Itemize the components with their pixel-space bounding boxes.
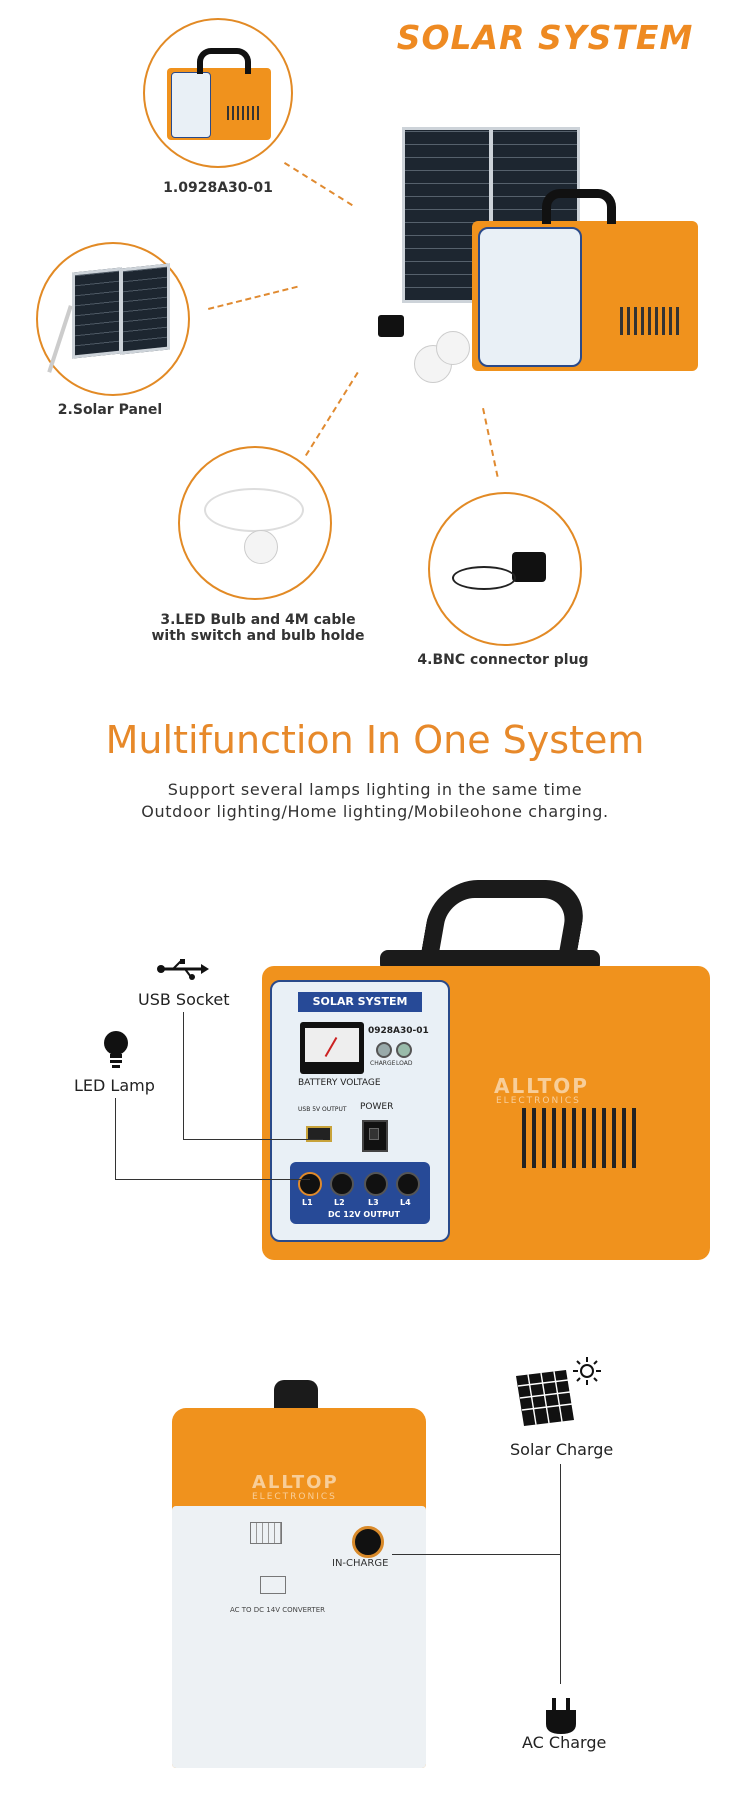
- in-charge-label: IN-CHARGE: [332, 1558, 389, 1569]
- component-circle-bulb: [178, 446, 332, 600]
- solar-panel-icon-small: [250, 1522, 282, 1544]
- in-charge-port[interactable]: [352, 1526, 384, 1558]
- section-heading: Multifunction In One System: [105, 718, 645, 762]
- power-label: POWER: [360, 1102, 394, 1112]
- component-label-1: 1.0928A30-01: [163, 180, 273, 196]
- component-label-3a: 3.LED Bulb and 4M cable: [160, 612, 356, 628]
- ac-charge-label: AC Charge: [522, 1733, 607, 1752]
- component-circle-unit: [143, 18, 293, 168]
- output-knob-l1[interactable]: [298, 1172, 322, 1196]
- unit-thumbnail: [167, 68, 271, 140]
- adapter-image: [512, 552, 546, 582]
- connector-2: [208, 285, 298, 310]
- output-knob-l4[interactable]: [396, 1172, 420, 1196]
- sun-icon: [572, 1356, 602, 1386]
- dc-output-label: DC 12V OUTPUT: [328, 1210, 400, 1219]
- section-subtitle-1: Support several lamps lighting in the sa…: [167, 780, 583, 799]
- bulb-icon: [102, 1030, 130, 1070]
- charge-label: CHARGE: [370, 1060, 396, 1067]
- usb-icon: [155, 958, 211, 980]
- device-front: SOLAR SYSTEM 0928A30-01 CHARGE LOAD BATT…: [262, 880, 712, 1260]
- load-label: LOAD: [396, 1060, 413, 1067]
- output-knob-l3[interactable]: [364, 1172, 388, 1196]
- usb-socket-label: USB Socket: [138, 990, 230, 1009]
- device-back: ALLTOP ELECTRONICS IN-CHARGE AC TO DC 14…: [170, 1380, 430, 1770]
- solar-charge-label: Solar Charge: [510, 1440, 614, 1459]
- back-brand-watermark-sub: ELECTRONICS: [252, 1492, 337, 1502]
- usb-output-label: USB 5V OUTPUT: [298, 1106, 347, 1113]
- component-label-2: 2.Solar Panel: [57, 402, 163, 418]
- component-circle-panel: [36, 242, 190, 396]
- component-label-4: 4.BNC connector plug: [417, 652, 589, 668]
- side-vents: [522, 1108, 640, 1168]
- charge-led: [376, 1042, 392, 1058]
- voltmeter: [300, 1022, 364, 1074]
- section-subtitle-2: Outdoor lighting/Home lighting/Mobileoho…: [141, 802, 609, 821]
- model-label: 0928A30-01: [368, 1026, 429, 1036]
- usb-leader-v: [183, 1012, 184, 1140]
- led-leader-v: [115, 1098, 116, 1180]
- brand-watermark-sub: ELECTRONICS: [496, 1096, 581, 1106]
- charge-leader-h: [392, 1554, 561, 1555]
- usb-port[interactable]: [306, 1126, 332, 1142]
- led-lamp-label: LED Lamp: [74, 1076, 155, 1095]
- battery-voltage-label: BATTERY VOLTAGE: [298, 1078, 381, 1088]
- output-label-l1: L1: [302, 1198, 313, 1207]
- component-label-3b: with switch and bulb holde: [151, 628, 365, 644]
- back-brand-watermark: ALLTOP: [252, 1472, 339, 1493]
- kit-image: [318, 125, 708, 395]
- output-label-l4: L4: [400, 1198, 411, 1207]
- connector-4: [482, 408, 499, 477]
- output-label-l3: L3: [368, 1198, 379, 1207]
- cable-image: [204, 488, 304, 532]
- output-label-l2: L2: [334, 1198, 345, 1207]
- component-circle-adapter: [428, 492, 582, 646]
- face-title-bar: SOLAR SYSTEM: [298, 992, 422, 1012]
- load-led: [396, 1042, 412, 1058]
- brand-watermark: ALLTOP: [494, 1074, 589, 1098]
- led-leader-h: [115, 1179, 310, 1180]
- bulb-image: [244, 530, 278, 564]
- solar-panel-image: [72, 267, 122, 359]
- page-title: SOLAR SYSTEM: [396, 18, 694, 57]
- device-face: SOLAR SYSTEM 0928A30-01 CHARGE LOAD BATT…: [270, 980, 450, 1242]
- output-knob-l2[interactable]: [330, 1172, 354, 1196]
- power-switch[interactable]: [362, 1120, 388, 1152]
- converter-icon: [260, 1576, 286, 1594]
- output-panel: L1 L2 L3 L4 DC 12V OUTPUT: [290, 1162, 430, 1224]
- plug-icon: [544, 1696, 578, 1736]
- solar-panel-icon: [512, 1366, 576, 1426]
- usb-leader-h: [183, 1139, 323, 1140]
- solar-leader-v: [560, 1464, 561, 1684]
- unit-handle: [197, 48, 251, 74]
- converter-label: AC TO DC 14V CONVERTER: [230, 1606, 325, 1614]
- device-handle: [420, 880, 590, 958]
